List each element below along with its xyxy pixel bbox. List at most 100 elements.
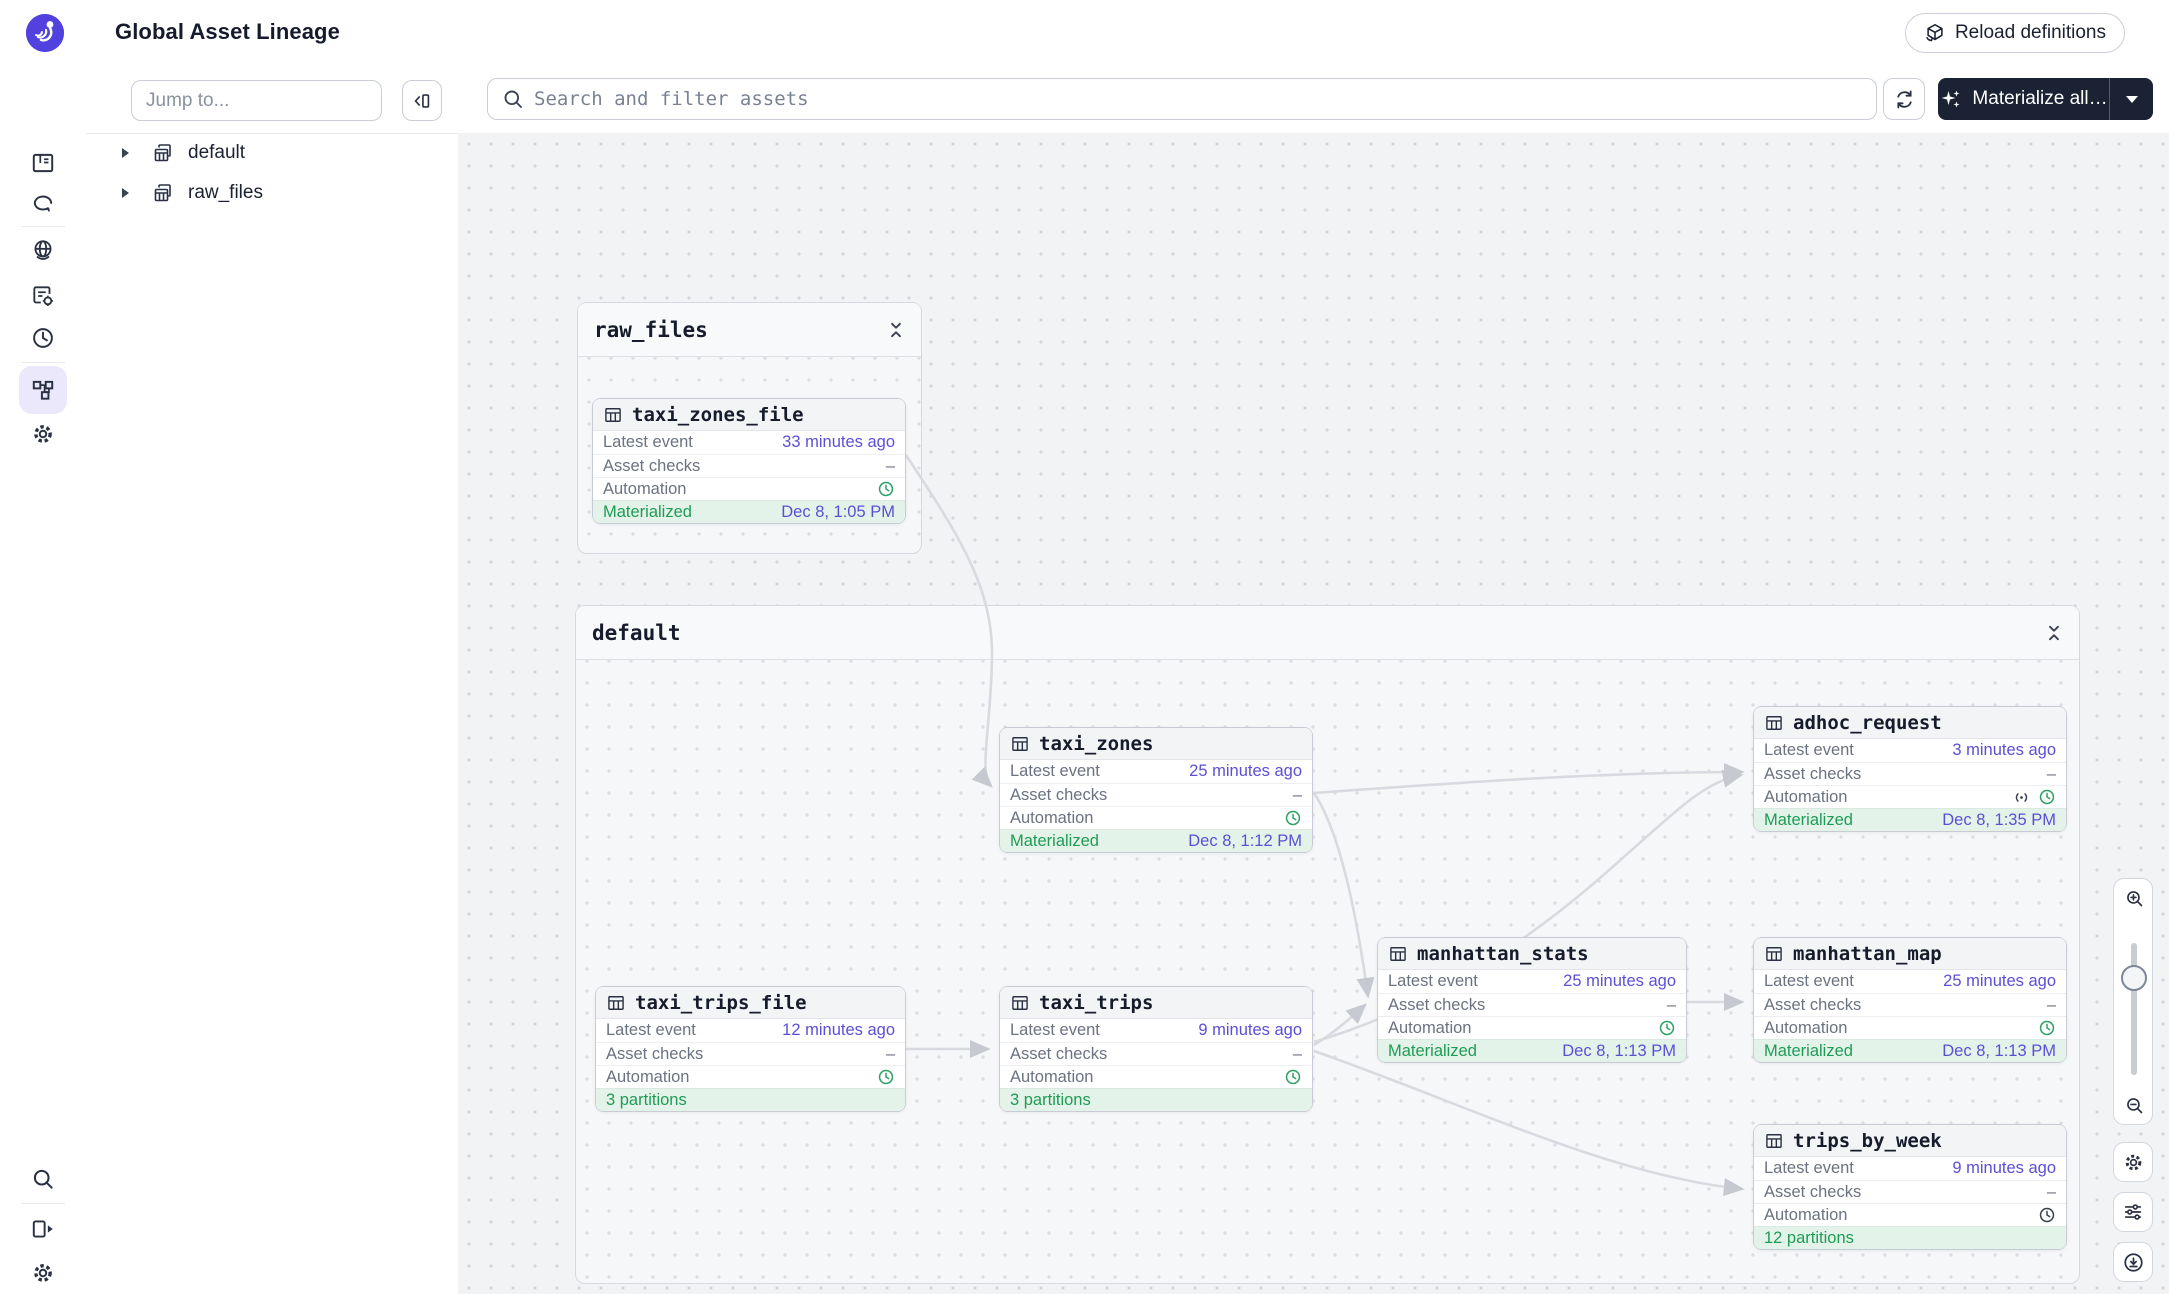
asset-checks-value: – — [885, 1044, 895, 1063]
latest-event-link[interactable]: 12 minutes ago — [782, 1021, 895, 1039]
materialized-label: Materialized — [1764, 1041, 1853, 1060]
materialize-all-label: Materialize all… — [1972, 88, 2108, 109]
reload-definitions-button[interactable]: Reload definitions — [1904, 13, 2125, 53]
jump-to-input[interactable] — [131, 80, 382, 121]
latest-event-link[interactable]: 25 minutes ago — [1563, 972, 1676, 990]
search-icon[interactable] — [30, 1166, 56, 1192]
collapse-panel-button[interactable] — [402, 80, 442, 121]
automation-clock-icon — [878, 481, 894, 497]
asset-card-header: taxi_trips — [1000, 987, 1312, 1019]
row-label: Latest event — [1764, 1159, 1854, 1177]
deployment-icon[interactable] — [30, 238, 56, 264]
materialized-time-link[interactable]: Dec 8, 1:13 PM — [1562, 1041, 1676, 1060]
asset-search-input[interactable] — [487, 78, 1877, 120]
zoom-slider-track[interactable] — [2131, 943, 2137, 1075]
group-title: default — [592, 620, 681, 645]
latest-event-link[interactable]: 3 minutes ago — [1952, 741, 2056, 759]
download-view-button[interactable] — [2113, 1242, 2153, 1282]
row-label: Automation — [1764, 1018, 1848, 1037]
group-header: raw_files — [578, 303, 921, 357]
partitions-label[interactable]: 12 partitions — [1764, 1228, 1854, 1247]
materialize-options-button[interactable] — [2109, 78, 2153, 120]
partitions-label[interactable]: 3 partitions — [1010, 1090, 1091, 1109]
collapse-group-icon[interactable] — [887, 321, 905, 339]
asset-checks-value: – — [1666, 995, 1676, 1014]
row-label: Asset checks — [1764, 1182, 1862, 1201]
panel-header-divider — [86, 133, 458, 134]
latest-event-link[interactable]: 9 minutes ago — [1198, 1021, 1302, 1039]
materialized-time-link[interactable]: Dec 8, 1:35 PM — [1942, 810, 2056, 829]
lineage-icon[interactable] — [30, 377, 56, 403]
schedules-icon[interactable] — [30, 325, 56, 351]
materialized-time-link[interactable]: Dec 8, 1:13 PM — [1942, 1041, 2056, 1060]
automation-clock-icon — [878, 1069, 894, 1085]
rail-divider-line — [21, 226, 65, 227]
reload-cube-icon — [1924, 22, 1946, 44]
collapse-group-icon[interactable] — [2045, 624, 2063, 642]
graph-toolbar: Materialize all… — [458, 66, 2169, 133]
row-label: Latest event — [1010, 1021, 1100, 1039]
table-icon — [1766, 715, 1782, 730]
latest-event-link[interactable]: 9 minutes ago — [1952, 1159, 2056, 1177]
table-icon — [605, 407, 621, 422]
materialized-label: Materialized — [1010, 831, 1099, 850]
asset-card-header: manhattan_map — [1754, 938, 2066, 970]
materialize-all-button[interactable]: Materialize all… — [1938, 78, 2109, 120]
materialized-time-link[interactable]: Dec 8, 1:12 PM — [1188, 831, 1302, 850]
zoom-out-button[interactable] — [2114, 1086, 2154, 1124]
row-label: Latest event — [1764, 972, 1854, 990]
jobs-icon[interactable] — [30, 283, 56, 309]
caret-right-icon[interactable] — [122, 148, 129, 158]
caret-right-icon[interactable] — [122, 188, 129, 198]
automation-clock-icon — [2039, 1207, 2055, 1223]
tree-item-raw-files[interactable]: raw_files — [86, 173, 458, 213]
group-tree: default raw_files — [86, 133, 458, 213]
user-settings-gear-icon[interactable] — [30, 1260, 56, 1286]
row-label: Latest event — [1764, 741, 1854, 759]
materialized-time-link[interactable]: Dec 8, 1:05 PM — [781, 502, 895, 521]
filter-sliders-icon — [2124, 1204, 2142, 1220]
asset-name: taxi_trips_file — [635, 991, 807, 1014]
dagster-logo-icon[interactable] — [26, 14, 64, 52]
lineage-selected-bg — [19, 366, 67, 414]
latest-event-link[interactable]: 25 minutes ago — [1189, 762, 1302, 780]
settings-gear-icon[interactable] — [30, 421, 56, 447]
tree-item-label: raw_files — [188, 182, 263, 203]
zoom-in-button[interactable] — [2114, 879, 2154, 917]
runs-icon[interactable] — [30, 190, 56, 216]
tree-item-default[interactable]: default — [86, 133, 458, 173]
asset-name: taxi_zones_file — [632, 403, 804, 426]
asset-checks-value: – — [1292, 1044, 1302, 1063]
asset-card-manhattan_map[interactable]: manhattan_map Latest event 25 minutes ago… — [1753, 937, 2067, 1063]
table-icon — [1766, 946, 1782, 961]
graph-filters-button[interactable] — [2113, 1192, 2153, 1232]
partitions-label[interactable]: 3 partitions — [606, 1090, 687, 1109]
asset-checks-value: – — [885, 456, 895, 475]
latest-event-link[interactable]: 25 minutes ago — [1943, 972, 2056, 990]
latest-event-link[interactable]: 33 minutes ago — [782, 433, 895, 451]
automation-sensor-icon — [2015, 792, 2028, 802]
asset-checks-value: – — [2046, 1182, 2056, 1201]
asset-name: manhattan_map — [1793, 942, 1942, 965]
refresh-graph-button[interactable] — [1883, 78, 1925, 120]
graph-settings-button[interactable] — [2113, 1142, 2153, 1182]
page-title: Global Asset Lineage — [115, 19, 340, 44]
materialized-label: Materialized — [1764, 810, 1853, 829]
download-icon — [2123, 1252, 2143, 1272]
gear-icon — [2125, 1154, 2141, 1170]
overview-icon[interactable] — [30, 150, 56, 176]
lineage-graph-canvas[interactable]: raw_files default — [458, 133, 2169, 1294]
materialize-all-split-button: Materialize all… — [1938, 78, 2153, 120]
zoom-slider-handle[interactable] — [2121, 965, 2147, 991]
row-label: Asset checks — [1010, 785, 1108, 804]
expand-panel-icon[interactable] — [30, 1216, 56, 1242]
reload-definitions-label: Reload definitions — [1954, 22, 2106, 43]
